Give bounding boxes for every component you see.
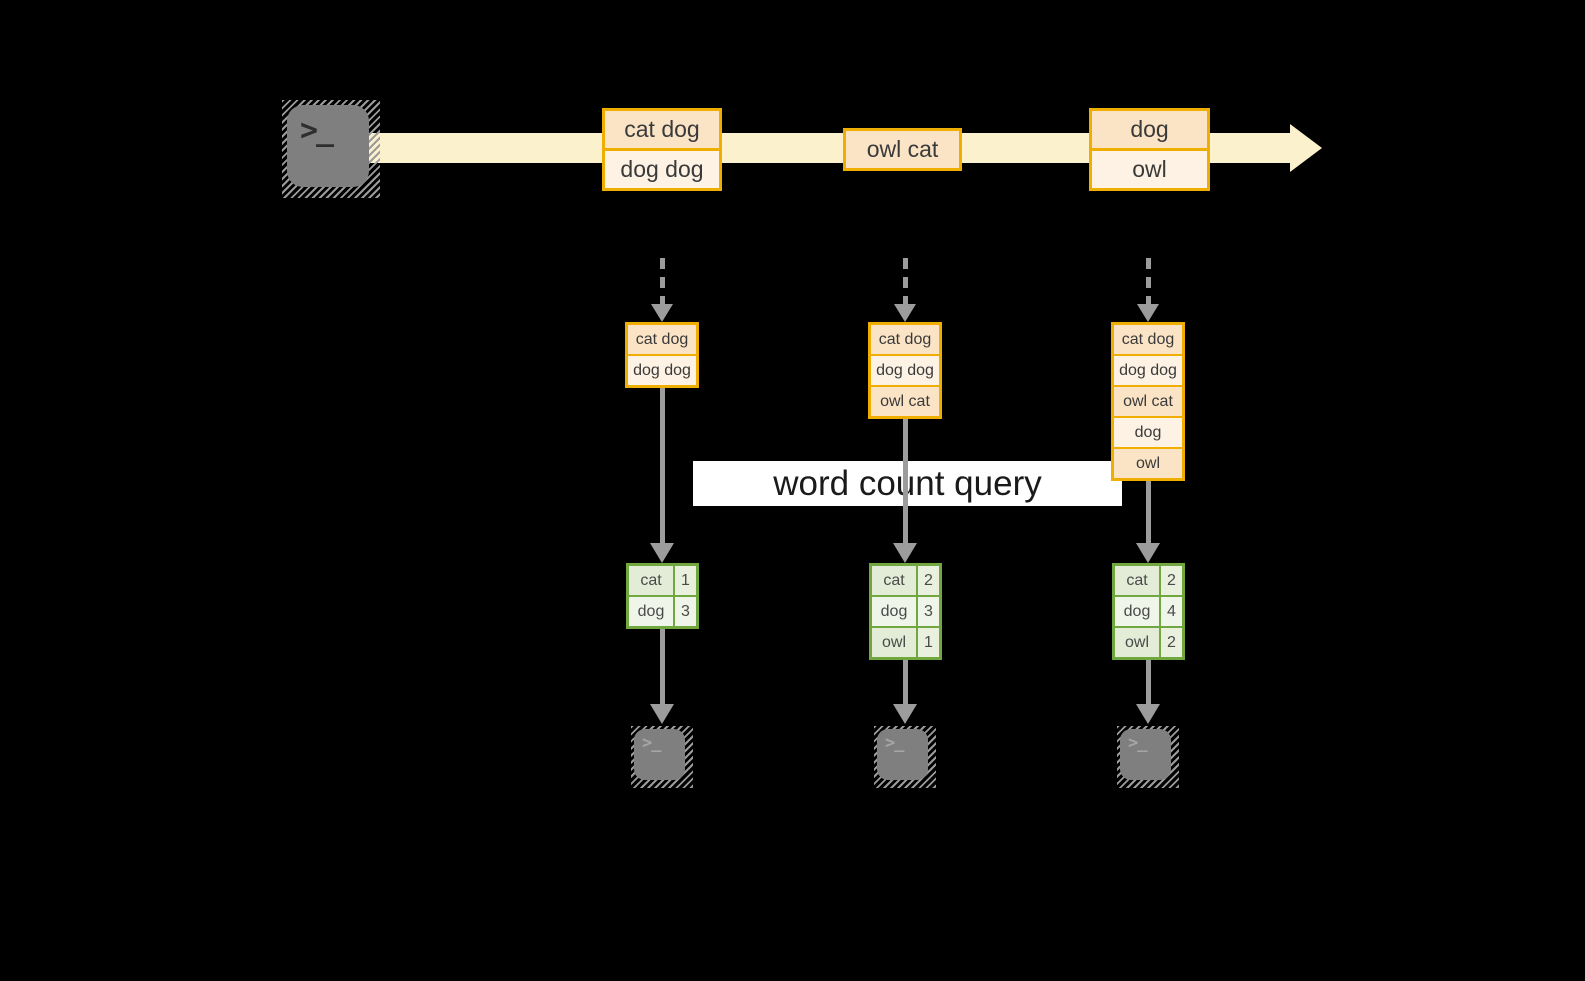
- arrow-line: [1145, 481, 1151, 543]
- terminal-prompt-icon: >_: [1128, 733, 1148, 753]
- state-cell: cat dog: [871, 325, 939, 354]
- stream-event-box-2: owl cat: [843, 128, 962, 171]
- arrow-line: [902, 660, 908, 704]
- count-table-2: cat 2 dog 3 owl 1: [869, 563, 942, 660]
- terminal-sink-icon: >_: [631, 726, 693, 788]
- flow-arrow: [893, 416, 917, 563]
- flow-arrow: [650, 629, 674, 724]
- arrowhead-icon: [651, 304, 673, 322]
- stream-event-cell: owl cat: [846, 131, 959, 168]
- word-cell: cat: [1115, 566, 1159, 595]
- stream-event-cell: cat dog: [605, 111, 719, 148]
- arrow-line: [659, 385, 665, 543]
- terminal-source-icon: >_: [282, 100, 380, 198]
- arrowhead-icon: [650, 704, 674, 724]
- terminal-window: >_: [287, 105, 369, 187]
- count-cell: 4: [1159, 597, 1182, 626]
- word-cell: owl: [1115, 628, 1159, 657]
- arrowhead-icon: [893, 704, 917, 724]
- count-cell: 2: [1159, 628, 1182, 657]
- arrowhead-icon: [650, 543, 674, 563]
- arrowhead-icon: [1136, 704, 1160, 724]
- count-cell: 2: [916, 566, 939, 595]
- state-cell: dog dog: [871, 354, 939, 385]
- table-row: dog 4: [1115, 595, 1182, 626]
- terminal-window: >_: [877, 729, 928, 780]
- table-row: owl 2: [1115, 626, 1182, 657]
- word-cell: dog: [1115, 597, 1159, 626]
- arrow-line: [1145, 660, 1151, 704]
- state-cell: dog dog: [628, 354, 696, 385]
- table-row: dog 3: [629, 595, 696, 626]
- state-cell: cat dog: [628, 325, 696, 354]
- dashed-arrow: [893, 258, 917, 322]
- table-row: dog 3: [872, 595, 939, 626]
- state-box-1: cat dog dog dog: [625, 322, 699, 388]
- state-cell: dog: [1114, 416, 1182, 447]
- state-box-2: cat dog dog dog owl cat: [868, 322, 942, 419]
- terminal-prompt-icon: >_: [300, 113, 334, 148]
- stream-event-box-3: dog owl: [1089, 108, 1210, 191]
- arrowhead-icon: [1136, 543, 1160, 563]
- dashed-arrow: [650, 258, 674, 322]
- stream-arrowhead: [1290, 124, 1322, 172]
- arrow-line: [902, 416, 908, 543]
- state-box-3: cat dog dog dog owl cat dog owl: [1111, 322, 1185, 481]
- count-table-1: cat 1 dog 3: [626, 563, 699, 629]
- count-cell: 1: [916, 628, 939, 657]
- arrow-line: [1145, 258, 1151, 304]
- arrow-line: [659, 629, 665, 704]
- arrow-line: [902, 258, 908, 304]
- state-cell: dog dog: [1114, 354, 1182, 385]
- table-row: cat 1: [629, 566, 696, 595]
- word-cell: dog: [872, 597, 916, 626]
- flow-arrow: [1136, 660, 1160, 724]
- word-cell: dog: [629, 597, 673, 626]
- terminal-sink-icon: >_: [874, 726, 936, 788]
- arrowhead-icon: [894, 304, 916, 322]
- arrowhead-icon: [893, 543, 917, 563]
- word-cell: owl: [872, 628, 916, 657]
- state-cell: owl cat: [871, 385, 939, 416]
- arrow-line: [659, 258, 665, 304]
- stream-event-box-1: cat dog dog dog: [602, 108, 722, 191]
- state-cell: cat dog: [1114, 325, 1182, 354]
- terminal-window: >_: [1120, 729, 1171, 780]
- terminal-prompt-icon: >_: [885, 733, 905, 753]
- query-banner: word count query: [693, 461, 1122, 506]
- stream-event-cell: owl: [1092, 148, 1207, 188]
- count-cell: 3: [673, 597, 696, 626]
- dashed-arrow: [1136, 258, 1160, 322]
- word-cell: cat: [872, 566, 916, 595]
- stream-event-cell: dog dog: [605, 148, 719, 188]
- count-cell: 2: [1159, 566, 1182, 595]
- terminal-window: >_: [634, 729, 685, 780]
- terminal-sink-icon: >_: [1117, 726, 1179, 788]
- table-row: cat 2: [872, 566, 939, 595]
- flow-arrow: [893, 660, 917, 724]
- state-cell: owl cat: [1114, 385, 1182, 416]
- flow-arrow: [1136, 481, 1160, 563]
- stream-event-cell: dog: [1092, 111, 1207, 148]
- flow-arrow: [650, 385, 674, 563]
- count-cell: 1: [673, 566, 696, 595]
- table-row: cat 2: [1115, 566, 1182, 595]
- terminal-prompt-icon: >_: [642, 733, 662, 753]
- word-cell: cat: [629, 566, 673, 595]
- state-cell: owl: [1114, 447, 1182, 478]
- count-cell: 3: [916, 597, 939, 626]
- count-table-3: cat 2 dog 4 owl 2: [1112, 563, 1185, 660]
- arrowhead-icon: [1137, 304, 1159, 322]
- table-row: owl 1: [872, 626, 939, 657]
